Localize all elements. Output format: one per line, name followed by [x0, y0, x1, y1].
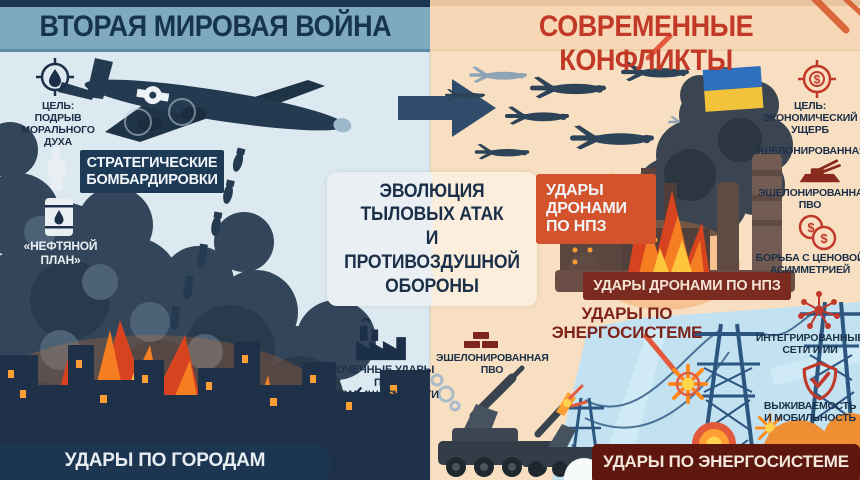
ukraine-flag: [702, 65, 764, 112]
radio-tower-icon: [352, 386, 408, 436]
main-title: ЭВОЛЮЦИЯ ТЫЛОВЫХ АТАК И ПРОТИВОЗДУШНОЙ О…: [344, 179, 520, 297]
cities-strikes-band-label: УДАРЫ ПО ГОРОДАМ: [64, 450, 266, 471]
energy-band-label: УДАРЫ ПО ЭНЕРГОСИСТЕМЕ: [603, 452, 849, 471]
early-detection-label: РАННЕЕ ОБНАРУЖЕНИЕ (РАДАРЫ): [343, 438, 429, 476]
center-title-box: ЭВОЛЮЦИЯ ТЫЛОВЫХ АТАК И ПРОТИВОЗДУШНОЙ О…: [327, 172, 537, 306]
left-goal-label: ЦЕЛЬ: ПОДРЫВ МОРАЛЬНОГО ДУХА: [21, 100, 95, 149]
header-bands: [0, 0, 860, 52]
coins-icon: $ $: [792, 214, 842, 252]
oil-plan-label: «НЕФТЯНОЙ ПЛАН»: [23, 239, 98, 267]
strategic-bombing-label: СТРАТЕГИЧЕСКИЕ БОМБАРДИРОВКИ: [80, 150, 224, 194]
fist-icon: [40, 142, 74, 194]
echeloned-pvo-label: ЭШЕЛОНИРОВАННАЯ ПВО: [758, 187, 860, 212]
svg-text:$: $: [807, 220, 815, 235]
precision-strikes-label: ТОЧЕЧНЫЕ УДАРЫ ПО ПРОМЫШЛЕННОСТИ: [325, 364, 439, 401]
corner-streaks: [811, 0, 860, 34]
svg-text:$: $: [814, 73, 821, 87]
falling-bombs: [170, 147, 246, 330]
drone-strikes-band-label: УДАРЫ ДРОНАМИ ПО НПЗ: [583, 272, 791, 300]
factory-icon: [352, 318, 410, 362]
left-bottom-band: [0, 444, 330, 480]
target-droplet-icon: [34, 56, 76, 98]
bricks-icon: [462, 332, 502, 350]
aa-guns-illustration: [430, 365, 598, 477]
svg-text:$: $: [820, 231, 828, 246]
drone-strikes-box-label: УДАРЫ ДРОНАМИ ПО НПЗ: [536, 174, 656, 244]
layered-defense-label: ЭШЕЛОНИРОВАННАЯ ПВО: [436, 352, 549, 377]
network-ai-icon: [794, 286, 844, 332]
cost-asymmetry-label: БОРЬБА С ЦЕНОВОЙ АСИММЕТРИЕЙ: [755, 252, 860, 277]
bomber-illustration: [58, 58, 352, 142]
left-header-title: ВТОРАЯ МИРОВАЯ ВОЙНА: [39, 10, 391, 43]
aa-gun-icon: [794, 159, 846, 185]
econ-goal-label: ЦЕЛЬ: ЭКОНОМИЧЕСКИЙ УЩЕРБ: [762, 100, 858, 137]
oil-barrel-icon: [42, 196, 76, 238]
shield-check-icon: [798, 360, 842, 402]
right-header-title: СОВРЕМЕННЫЕ КОНФЛИКТЫ: [538, 10, 754, 77]
survivability-label: ВЫЖИВАЕМОСТЬ И МОБИЛЬНОСТЬ: [763, 400, 857, 425]
integrated-networks-label: ИНТЕГРИРОВАННЫЕ СЕТИ И ИИ: [755, 332, 860, 357]
echeloned-label: ЭШЕЛОНИРОВАННАЯ: [753, 145, 860, 157]
target-dollar-icon: $: [796, 58, 838, 100]
energy-strikes-label: УДАРЫ ПО ЭНЕРГОСИСТЕМЕ: [551, 304, 703, 343]
right-bottom-band: [592, 444, 860, 480]
